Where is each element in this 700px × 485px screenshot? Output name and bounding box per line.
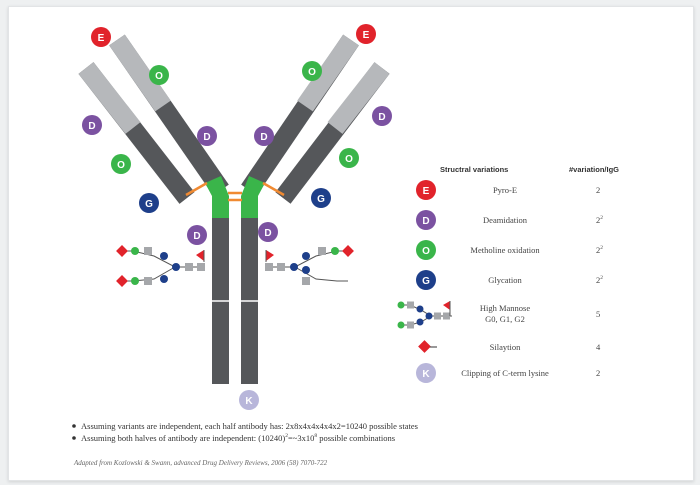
glycan-left: [116, 245, 205, 287]
legend-row-high-mannose: High Mannose G0, G1, G2 5: [397, 301, 600, 329]
svg-text:22: 22: [596, 245, 603, 255]
marker-D-left-outer: D: [82, 115, 102, 135]
sialic-acid-icon: [418, 340, 431, 353]
note-combinations: Assuming both halves of antibody are ind…: [81, 433, 395, 443]
marker-D-right-outer: D: [372, 106, 392, 126]
marker-O-left-lower: O: [111, 154, 131, 174]
svg-text:K: K: [422, 369, 430, 380]
svg-text:G0, G1, G2: G0, G1, G2: [485, 314, 525, 324]
marker-K: K: [239, 390, 259, 410]
svg-text:K: K: [245, 396, 253, 407]
heavy-chain-stem-left: [212, 196, 229, 384]
marker-D-left-inner: D: [197, 126, 217, 146]
citation: Adapted from Kozlowski & Swann, advanced…: [73, 459, 328, 467]
marker-D-left-stem: D: [187, 225, 207, 245]
svg-text:Silaytion: Silaytion: [490, 342, 521, 352]
legend-row-pyro-e: E Pyro-E 2: [416, 180, 600, 200]
marker-G-left: G: [139, 193, 159, 213]
svg-text:Clipping of C-term lysine: Clipping of C-term lysine: [461, 368, 549, 378]
svg-text:D: D: [203, 132, 210, 143]
svg-text:Pyro-E: Pyro-E: [493, 185, 517, 195]
marker-O-right-upper: O: [302, 61, 322, 81]
legend-header-count: #variation/IgG: [569, 165, 619, 174]
hinge-region: [185, 176, 285, 218]
legend-row-glycation: G Glycation 22: [416, 270, 603, 290]
svg-text:O: O: [308, 67, 316, 78]
heavy-chains: [109, 34, 359, 384]
marker-E-left: E: [91, 27, 111, 47]
glycan-icon: [397, 301, 452, 329]
svg-text:5: 5: [596, 309, 600, 319]
svg-text:O: O: [155, 71, 163, 82]
figure-card: [8, 6, 694, 481]
marker-O-left-upper: O: [149, 65, 169, 85]
svg-text:22: 22: [596, 215, 603, 225]
svg-text:4: 4: [596, 342, 601, 352]
marker-D-right-stem: D: [258, 222, 278, 242]
svg-text:22: 22: [596, 275, 603, 285]
svg-text:E: E: [363, 30, 370, 41]
legend-row-methionine-oxidation: O Metholine oxidation 22: [416, 240, 603, 260]
svg-text:G: G: [145, 199, 153, 210]
svg-text:2: 2: [596, 368, 600, 378]
glycan-right: [265, 245, 354, 285]
svg-text:O: O: [345, 154, 353, 165]
svg-text:2: 2: [596, 185, 600, 195]
svg-text:E: E: [423, 186, 430, 197]
svg-text:Deamidation: Deamidation: [483, 215, 528, 225]
svg-text:D: D: [260, 132, 267, 143]
heavy-chain-stem-right: [241, 196, 258, 384]
note-half-antibody: Assuming variants are independent, each …: [81, 421, 418, 431]
svg-text:D: D: [422, 216, 429, 227]
legend-row-deamidation: D Deamidation 22: [416, 210, 603, 230]
svg-text:O: O: [117, 160, 125, 171]
svg-text:D: D: [193, 231, 200, 242]
legend-header-variation: Structral variations: [440, 165, 508, 174]
marker-D-right-inner: D: [254, 126, 274, 146]
legend-row-sialylation: Silaytion 4: [418, 340, 601, 353]
marker-G-right: G: [311, 188, 331, 208]
svg-text:D: D: [378, 112, 385, 123]
svg-text:High Mannose: High Mannose: [480, 303, 531, 313]
legend: Structral variations #variation/IgG E Py…: [397, 165, 619, 383]
marker-E-right: E: [356, 24, 376, 44]
legend-row-lysine-clipping: K Clipping of C-term lysine 2: [416, 363, 600, 383]
svg-text:G: G: [422, 276, 430, 287]
svg-text:E: E: [98, 33, 105, 44]
svg-text:D: D: [88, 121, 95, 132]
svg-text:O: O: [422, 246, 430, 257]
footnotes: Assuming variants are independent, each …: [72, 421, 418, 467]
light-chains: [78, 62, 390, 204]
svg-text:Metholine oxidation: Metholine oxidation: [470, 245, 540, 255]
svg-text:D: D: [264, 228, 271, 239]
svg-text:G: G: [317, 194, 325, 205]
marker-O-right-lower: O: [339, 148, 359, 168]
svg-text:Glycation: Glycation: [488, 275, 522, 285]
